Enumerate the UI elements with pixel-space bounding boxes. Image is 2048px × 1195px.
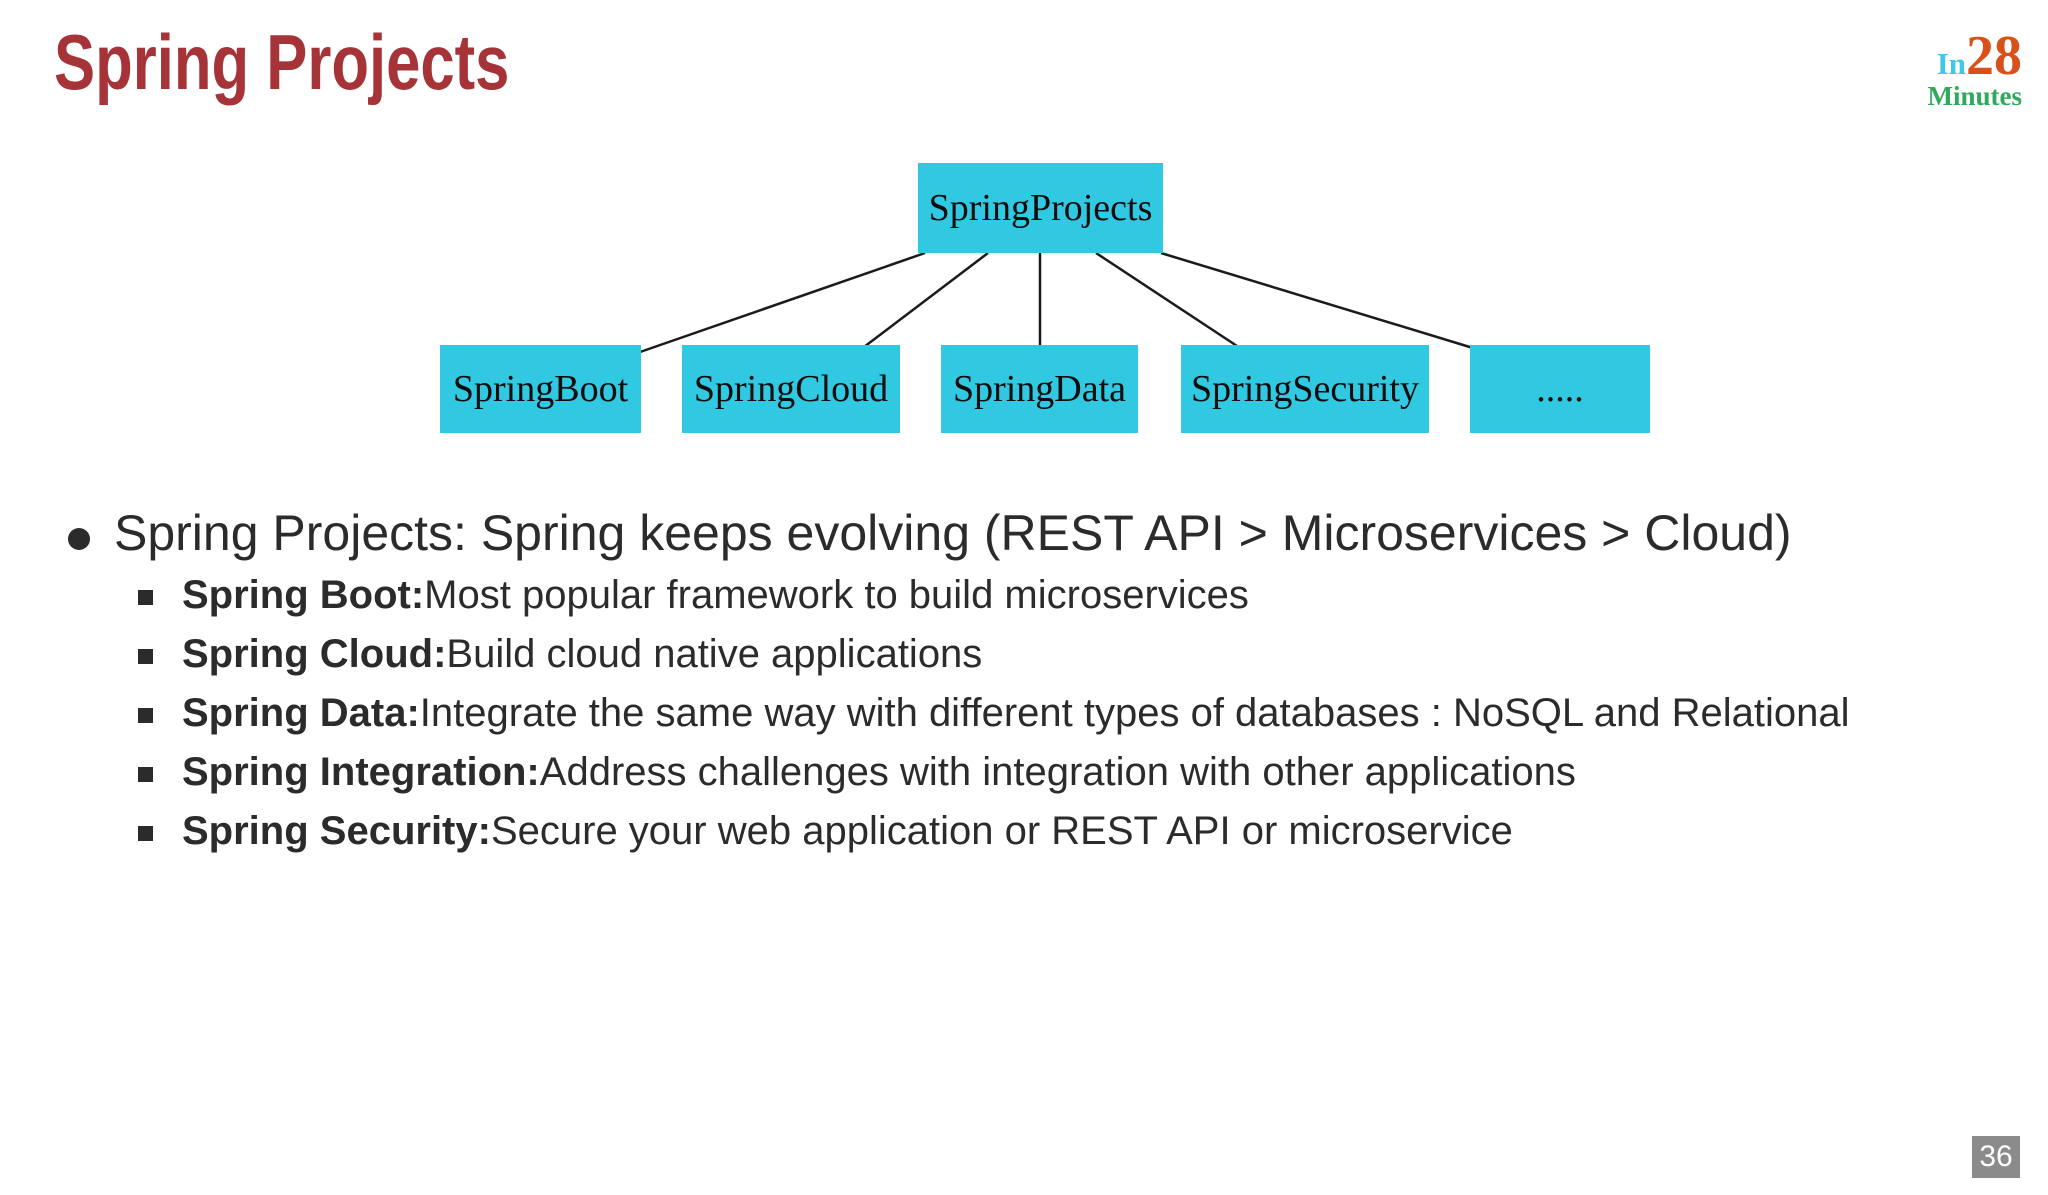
- list-item: Spring Integration: Address challenges w…: [138, 743, 1850, 802]
- diagram-node-spring-boot: SpringBoot: [440, 345, 641, 433]
- sub-bullet-text: Integrate the same way with different ty…: [419, 691, 1850, 735]
- list-item: Spring Boot: Most popular framework to b…: [138, 566, 1850, 625]
- logo-text-minutes: Minutes: [1927, 81, 2023, 112]
- diagram-node-spring-projects: SpringProjects: [918, 163, 1163, 253]
- logo-text-28: 28: [1966, 25, 2022, 87]
- sub-bullet-list: Spring Boot: Most popular framework to b…: [138, 566, 1850, 861]
- sub-bullet-lead: Spring Cloud:: [182, 632, 447, 676]
- sub-bullet-text: Most popular framework to build microser…: [424, 573, 1249, 617]
- list-item: Spring Cloud: Build cloud native applica…: [138, 625, 1850, 684]
- square-bullet-icon: [138, 766, 153, 782]
- square-bullet-icon: [138, 707, 153, 723]
- square-bullet-icon: [138, 648, 153, 664]
- connector-line: [1160, 251, 1474, 350]
- diagram-node-more: .....: [1470, 345, 1650, 433]
- logo-text-in: In: [1936, 46, 1966, 81]
- sub-bullet-lead: Spring Boot:: [182, 573, 425, 617]
- page-title: Spring Projects: [54, 18, 510, 106]
- sub-bullet-text: Secure your web application or REST API …: [490, 809, 1513, 853]
- sub-bullet-text: Build cloud native applications: [446, 632, 983, 676]
- sub-bullet-lead: Spring Security:: [182, 809, 491, 853]
- sub-bullet-text: Address challenges with integration with…: [539, 750, 1576, 794]
- connector-line: [639, 251, 926, 354]
- sub-bullet-lead: Spring Integration:: [182, 750, 540, 794]
- diagram-node-spring-data: SpringData: [941, 345, 1138, 433]
- diagram-node-spring-cloud: SpringCloud: [682, 345, 900, 433]
- diagram-node-spring-security: SpringSecurity: [1181, 345, 1429, 433]
- connector-line: [1095, 251, 1238, 348]
- sub-bullet-lead: Spring Data:: [182, 691, 420, 735]
- list-item: Spring Security: Secure your web applica…: [138, 802, 1850, 861]
- square-bullet-icon: [138, 825, 153, 841]
- connector-line: [859, 252, 989, 351]
- page-number-badge: 36: [1972, 1136, 2020, 1178]
- bullet-dot-icon: [68, 528, 90, 550]
- main-bullet: Spring Projects: Spring keeps evolving (…: [114, 505, 1792, 561]
- list-item: Spring Data: Integrate the same way with…: [138, 684, 1850, 743]
- square-bullet-icon: [138, 589, 153, 605]
